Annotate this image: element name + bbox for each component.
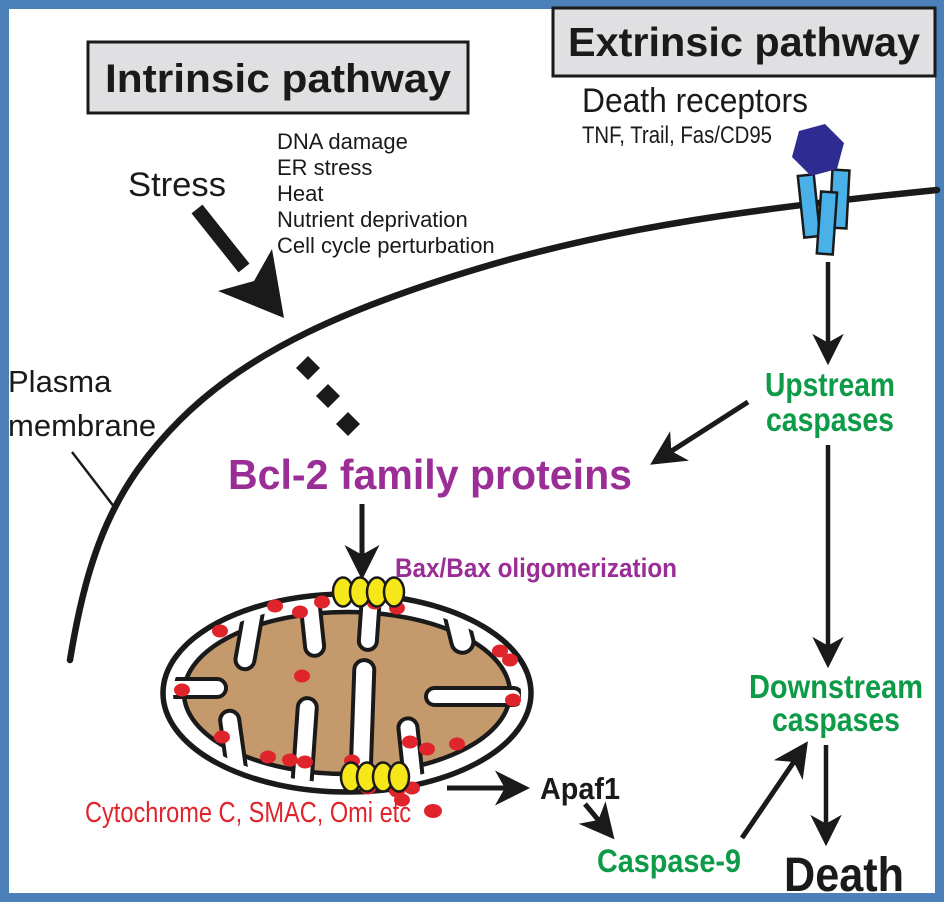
cytochrome-dot	[424, 804, 442, 818]
cytochrome-dot	[449, 737, 465, 751]
dash-diamond-3	[335, 411, 361, 437]
receptor-subunit-middle	[815, 190, 839, 256]
crista-bottom-2	[290, 696, 319, 783]
receptor-subunit-left	[796, 172, 822, 240]
intrinsic-pathway-title: Intrinsic pathway	[105, 57, 452, 101]
cytochrome-dot	[402, 735, 418, 749]
stress-arrow-head	[218, 249, 284, 318]
cytochrome-dot	[260, 750, 276, 764]
cytochrome-dots	[174, 595, 521, 818]
cytochrome-dot	[394, 793, 410, 807]
death-receptors-label: Death receptors	[582, 82, 808, 120]
stressor-heat: Heat	[277, 181, 323, 206]
downstream-caspases-label-line1: Downstream	[749, 668, 923, 705]
stressor-dna-damage: DNA damage	[277, 129, 408, 154]
pathway-title-boxes: Intrinsic pathway Extrinsic pathway	[86, 6, 937, 115]
cytochrome-dot	[267, 599, 283, 613]
plasma-membrane-pointer-line	[71, 451, 116, 509]
bax-oligomerization-label: Bax/Bax oligomerization	[395, 553, 677, 583]
bcl2-family-proteins-label: Bcl-2 family proteins	[228, 451, 632, 498]
plasma-membrane-label-line2: membrane	[8, 408, 156, 443]
crista-right	[424, 686, 521, 707]
cytochrome-dot	[212, 624, 228, 638]
death-receptor-ligands-label: TNF, Trail, Fas/CD95	[582, 122, 772, 149]
plasma-membrane-label-line1: Plasma	[8, 364, 112, 399]
death-receptor-section: Death receptors TNF, Trail, Fas/CD95	[582, 82, 851, 256]
stress-arrow-shaft	[191, 204, 250, 273]
ligand-hexagon-icon	[792, 124, 844, 176]
cytochrome-dot	[294, 669, 310, 683]
death-label: Death	[784, 849, 904, 902]
apaf1-to-caspase9-arrow	[578, 801, 615, 840]
cytochrome-dot	[314, 595, 330, 609]
mitochondrion	[160, 576, 534, 818]
cytochrome-dot	[505, 693, 521, 707]
stress-label: Stress	[128, 166, 226, 204]
intrinsic-pathway-box	[86, 40, 470, 115]
bax-oligomer-top	[382, 576, 406, 608]
upstream-to-bcl2-arrow	[650, 399, 750, 465]
bax-oligomer-bottom	[387, 761, 411, 793]
apaf1-label: Apaf1	[540, 771, 620, 806]
cytochrome-smac-omi-label: Cytochrome C, SMAC, Omi etc	[85, 797, 411, 829]
upstream-caspases-label-line2: caspases	[766, 401, 894, 438]
stressor-cell-cycle: Cell cycle perturbation	[277, 233, 495, 258]
cytochrome-dot	[174, 683, 190, 697]
bax-oligomers	[331, 576, 411, 793]
extrinsic-pathway-box	[551, 6, 937, 78]
dash-diamond-1	[295, 355, 321, 381]
stressor-er-stress: ER stress	[277, 155, 372, 180]
cytochrome-dot	[297, 755, 313, 769]
cytochrome-dot	[292, 605, 308, 619]
stress-section: Stress DNA damage ER stress Heat Nutrien…	[128, 129, 495, 318]
upstream-caspases-label-line1: Upstream	[765, 366, 895, 403]
stressor-nutrient-deprivation: Nutrient deprivation	[277, 207, 468, 232]
downstream-caspases-label-line2: caspases	[772, 701, 900, 738]
death-receptor-complex	[792, 124, 851, 256]
cytochrome-dot	[492, 644, 508, 658]
cytochrome-dot	[502, 653, 518, 667]
plasma-membrane: Plasma membrane	[8, 186, 941, 664]
cytochrome-dot	[419, 742, 435, 756]
cytochrome-dot	[214, 730, 230, 744]
dash-diamond-2	[315, 383, 341, 409]
extrinsic-pathway-title: Extrinsic pathway	[568, 19, 920, 65]
caspase9-to-downstream-arrow	[739, 741, 808, 840]
cytochrome-dot	[282, 753, 298, 767]
caspase9-label: Caspase-9	[597, 843, 741, 879]
dashed-signal-segments	[295, 355, 361, 437]
